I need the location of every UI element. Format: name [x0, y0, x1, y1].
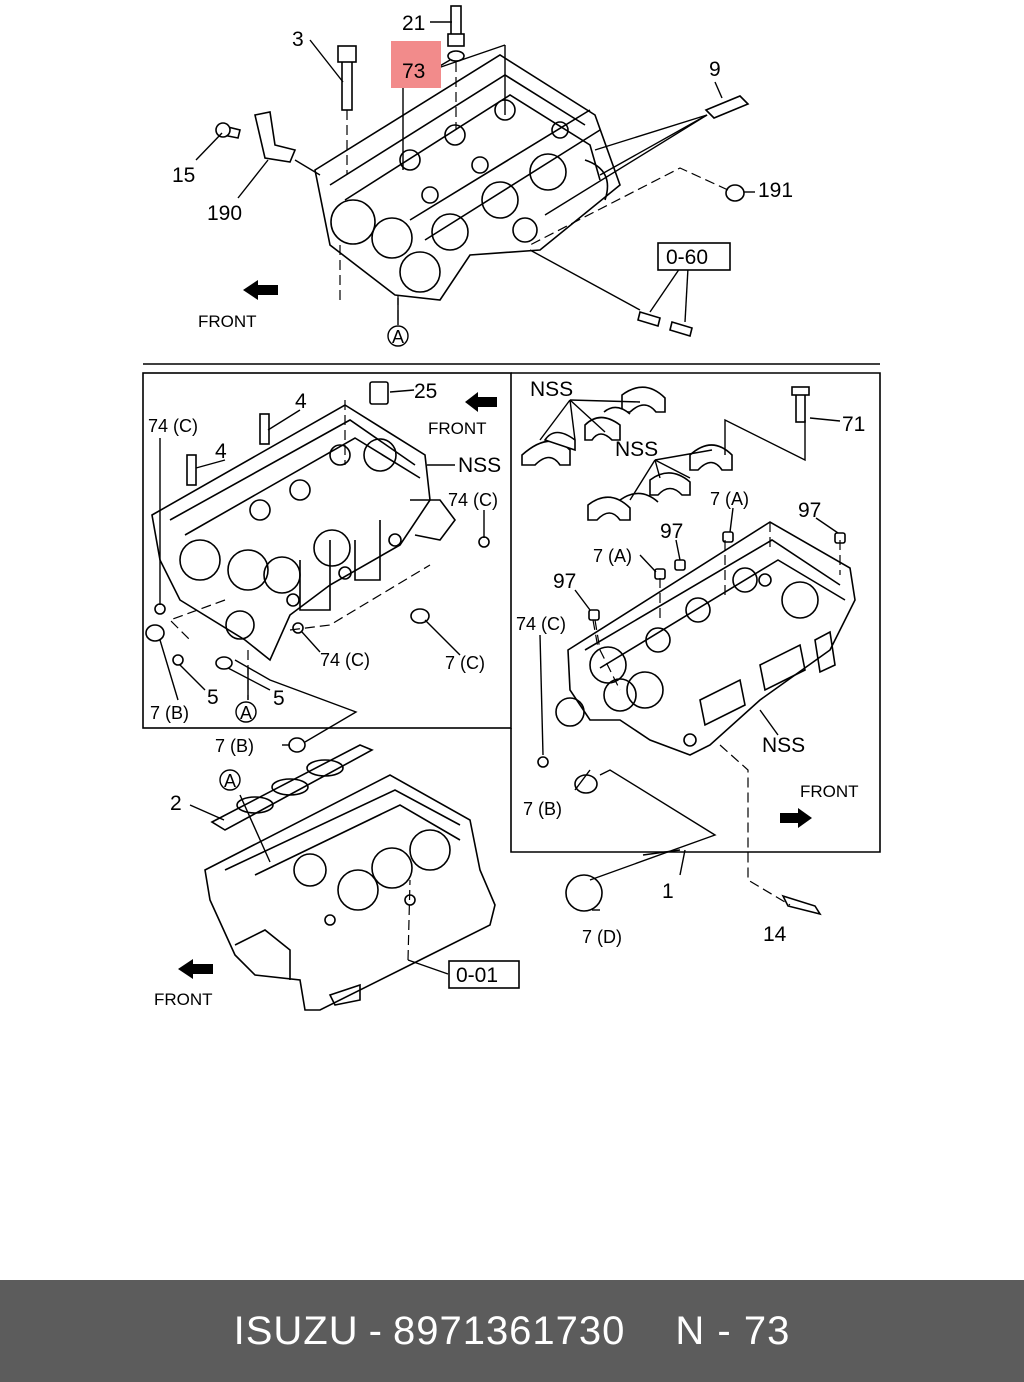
label-3: 3: [292, 28, 304, 51]
label-5a: 5: [207, 686, 219, 709]
camshaft-caps: [521, 386, 733, 521]
label-14: 14: [763, 923, 787, 946]
svg-text:FRONT: FRONT: [800, 782, 859, 801]
bolts-0-60: [637, 310, 693, 338]
label-a-mid: A: [240, 703, 252, 723]
label-97-1: 97: [798, 499, 821, 522]
circle-a-low: [219, 769, 241, 791]
label-191: 191: [758, 179, 793, 202]
right-small-parts: [537, 386, 846, 916]
label-25: 25: [414, 380, 437, 403]
label-71: 71: [842, 413, 865, 436]
label-190: 190: [207, 202, 242, 225]
label-9: 9: [709, 58, 721, 81]
label-0-01: 0-01: [456, 964, 498, 987]
label-73: 73: [402, 60, 425, 83]
front-arrow-left-frame: FRONT: [428, 392, 497, 438]
part-number: 8971361730: [392, 1308, 626, 1353]
circle-a-mid: [235, 701, 257, 723]
top-cylinder-head-assembly: [314, 54, 621, 320]
label-7d: 7 (D): [582, 927, 622, 947]
svg-text:FRONT: FRONT: [198, 312, 257, 331]
head-gasket-part-2: [210, 744, 374, 831]
parts-diagram: 21 73 3 9 15 190 191 0-60 A FRONT: [142, 5, 881, 1011]
label-2: 2: [170, 792, 182, 815]
label-4a: 4: [295, 390, 307, 413]
left-small-parts: [145, 381, 490, 753]
ref-box-0-60: [657, 242, 731, 271]
left-detail-frame: [142, 372, 512, 729]
label-4b: 4: [215, 440, 227, 463]
label-74c-2: 74 (C): [448, 490, 498, 510]
label-21: 21: [402, 12, 425, 35]
label-nss-3: NSS: [615, 438, 658, 461]
label-97-2: 97: [660, 520, 683, 543]
bracket-part-190: [254, 111, 297, 163]
label-0-60: 0-60: [666, 246, 708, 269]
label-74c-4: 74 (C): [516, 614, 566, 634]
plug-part-191: [725, 184, 745, 202]
svg-text:FRONT: FRONT: [154, 990, 213, 1009]
bolt-part-15: [215, 122, 241, 139]
label-nss-1: NSS: [458, 454, 501, 477]
cylinder-block: [204, 774, 496, 1011]
label-nss-2: NSS: [530, 378, 573, 401]
label-7b-2: 7 (B): [215, 736, 254, 756]
front-arrow-bottom: FRONT: [154, 959, 213, 1009]
front-arrow-right-frame: FRONT: [780, 782, 859, 828]
label-a-low: A: [224, 771, 236, 791]
label-5b: 5: [273, 687, 285, 710]
stud-part-9: [704, 95, 750, 119]
svg-text:FRONT: FRONT: [428, 419, 487, 438]
front-arrow-top: FRONT: [198, 280, 278, 331]
label-74c-3: 74 (C): [320, 650, 370, 670]
highlight-box-73: [391, 41, 441, 88]
label-7b-3: 7 (B): [523, 799, 562, 819]
label-nss-4: NSS: [762, 734, 805, 757]
circle-a-top: [387, 325, 409, 347]
label-7a-1: 7 (A): [710, 489, 749, 509]
separator: -: [368, 1308, 383, 1353]
page-code: N - 73: [675, 1308, 791, 1353]
label-15: 15: [172, 164, 195, 187]
label-7b-1: 7 (B): [150, 703, 189, 723]
brand-name: ISUZU: [233, 1308, 359, 1353]
left-cylinder-head: [151, 404, 456, 662]
label-97-3: 97: [553, 570, 576, 593]
label-a-top: A: [392, 327, 404, 347]
bolt-part-3: [337, 45, 357, 175]
ref-box-0-01: [448, 960, 520, 989]
label-7c: 7 (C): [445, 653, 485, 673]
label-74c-1: 74 (C): [148, 416, 198, 436]
part-info-footer: ISUZU - 8971361730 N - 73: [0, 1280, 1024, 1382]
right-cylinder-head: [555, 521, 856, 756]
label-7a-2: 7 (A): [593, 546, 632, 566]
right-detail-frame: [510, 372, 881, 853]
spark-plug-part-21: [447, 5, 465, 47]
label-1: 1: [662, 880, 674, 903]
washer-part-73: [447, 50, 465, 130]
